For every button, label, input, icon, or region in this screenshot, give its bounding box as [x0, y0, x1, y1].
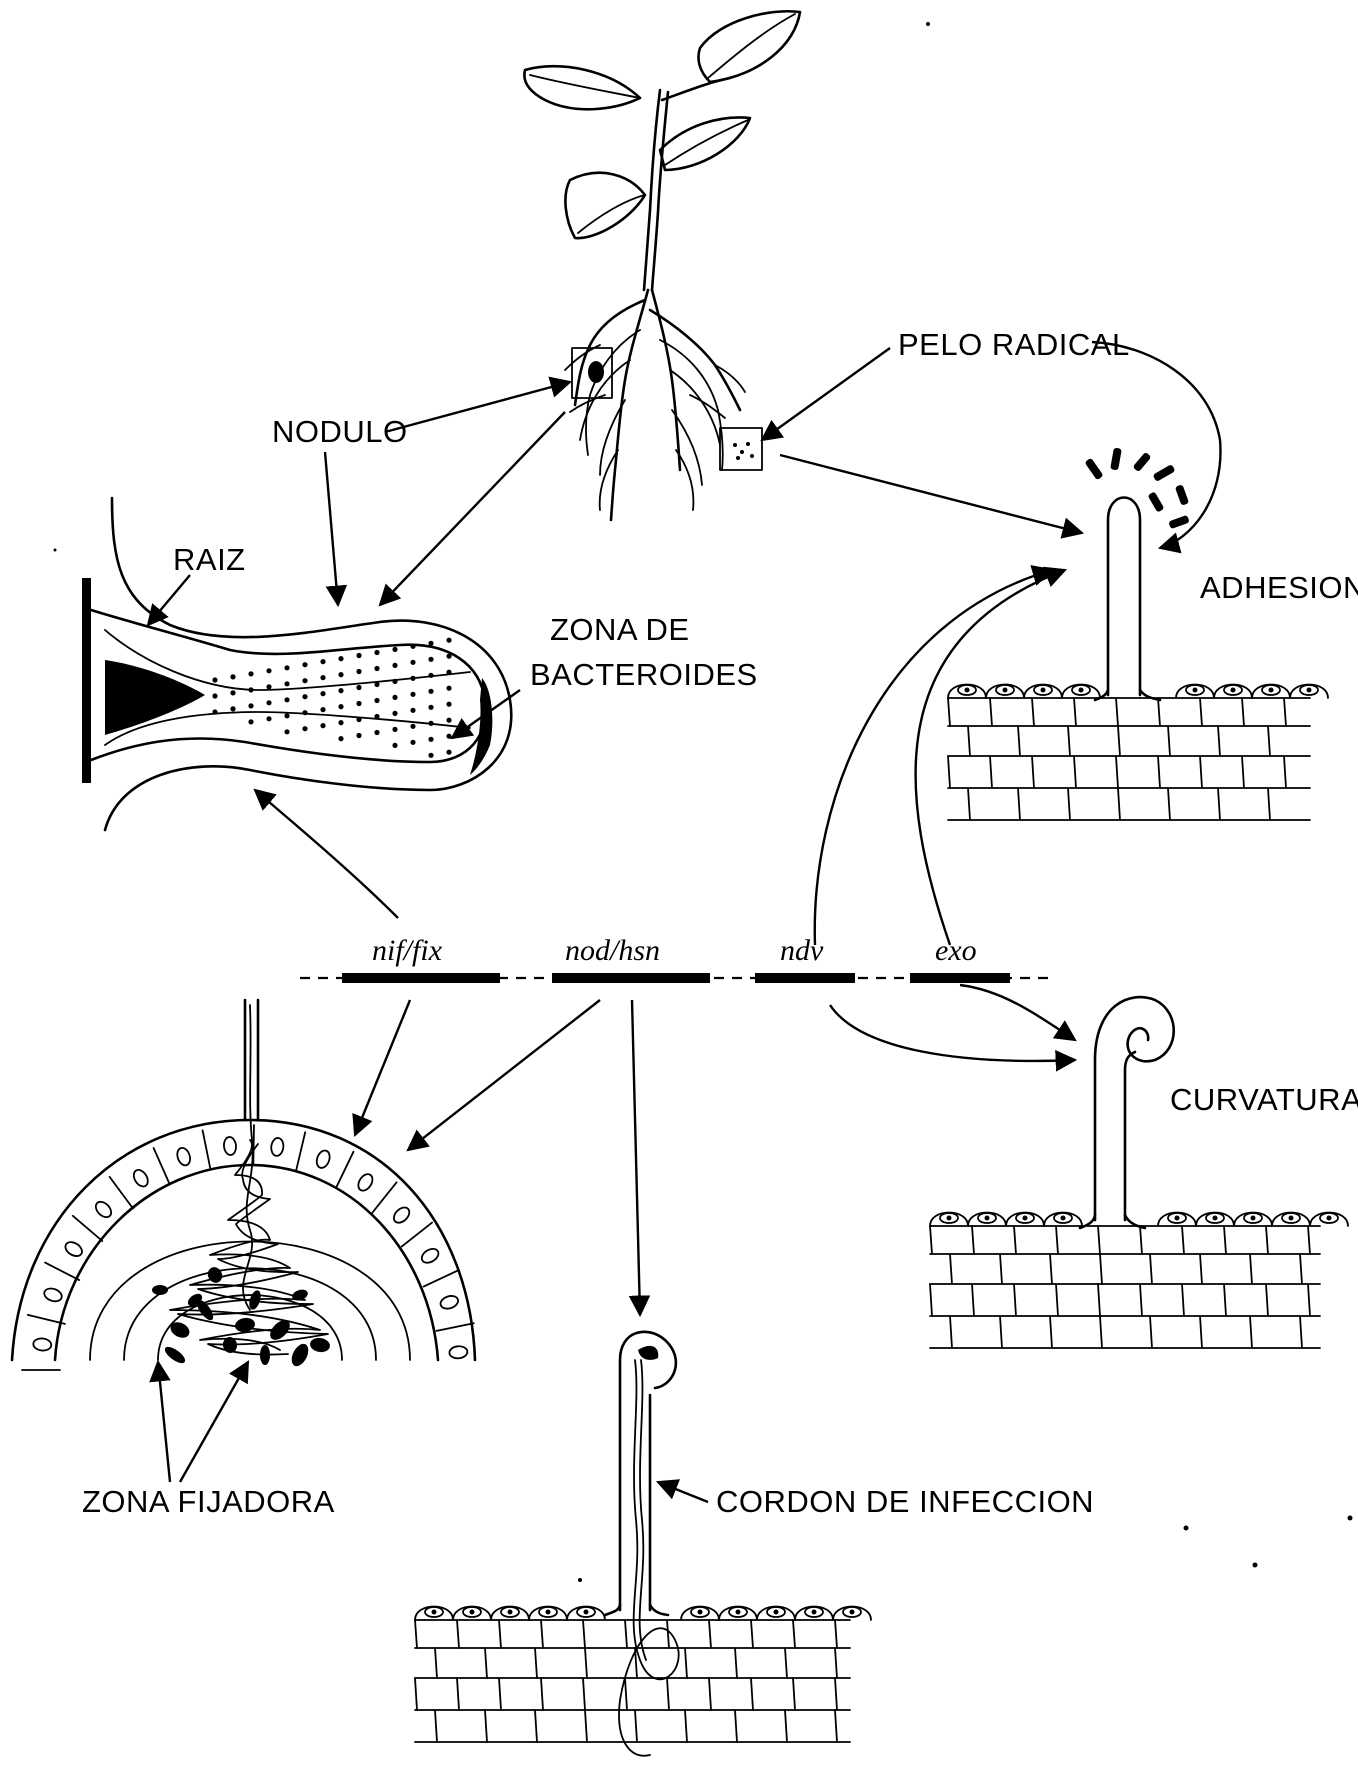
root-hair-straight — [1108, 498, 1140, 696]
leaf-top — [698, 11, 800, 82]
arrow-nodulo-to-nodule — [325, 452, 338, 605]
gene-block-ndv — [755, 973, 855, 983]
arrow-zona-fijadora-2 — [180, 1362, 248, 1482]
arrow-nif-to-nodule — [255, 790, 398, 918]
arrow-nod-to-cordon — [632, 1000, 640, 1315]
epidermis-cells-adhesion — [948, 685, 1328, 821]
label-curvatura: CURVATURA — [1170, 1082, 1358, 1117]
plant-illustration — [524, 11, 800, 520]
bacteria-cluster — [1084, 447, 1189, 529]
arrow-cordon — [658, 1482, 708, 1502]
gene-label-nif-fix: nif/fix — [372, 934, 443, 967]
nodule-cross-section — [82, 498, 511, 830]
label-raiz: RAIZ — [173, 542, 246, 577]
label-cordon-de-infeccion: CORDON DE INFECCION — [716, 1484, 1094, 1519]
label-bacteroides: BACTEROIDES — [530, 657, 758, 692]
epidermis-cells-cordon — [415, 1607, 871, 1743]
gene-block-nif-fix — [342, 973, 500, 983]
meristem-cap — [470, 678, 492, 775]
dome-cortex-cells — [22, 1125, 474, 1370]
adhesion-panel — [948, 447, 1328, 820]
arrow-pelo-to-adhesion — [1092, 342, 1220, 548]
gene-label-ndv: ndv — [780, 934, 824, 967]
epidermis-cells-curvatura — [930, 1213, 1348, 1349]
root-hair-curled-outer — [1095, 997, 1174, 1220]
arrow-ndv-to-curvatura — [830, 1005, 1075, 1061]
arrow-raiz — [148, 575, 190, 625]
gene-map — [300, 973, 1055, 983]
root-system — [565, 290, 745, 520]
arrow-nodulo-to-box — [385, 382, 570, 432]
label-zona-de: ZONA DE — [550, 612, 690, 647]
leaf-left — [565, 173, 645, 238]
bacteroid-dots — [212, 638, 451, 758]
arrow-zona-fijadora-1 — [158, 1362, 170, 1482]
zona-fijadora-section — [12, 1000, 475, 1370]
root-hair-inset-box — [720, 428, 762, 470]
gene-block-exo — [910, 973, 1010, 983]
gene-label-exo: exo — [935, 934, 977, 967]
gene-label-nod-hsn: nod/hsn — [565, 934, 660, 967]
arrow-nod-to-zona — [408, 1000, 600, 1150]
arrow-nif-to-zona — [355, 1000, 410, 1135]
label-adhesion: ADHESION — [1200, 570, 1358, 605]
label-pelo-radical: PELO RADICAL — [898, 327, 1130, 362]
nodule-dot — [588, 361, 604, 383]
root-wall — [82, 578, 91, 783]
arrow-exo-to-curvatura — [960, 985, 1075, 1040]
arrow-pelo-to-box — [762, 348, 890, 440]
arrow-roothair-to-adhesion — [780, 455, 1082, 533]
curvatura-panel — [930, 997, 1348, 1348]
cordon-panel — [415, 1332, 871, 1756]
gene-block-nod-hsn — [552, 973, 710, 983]
label-zona-fijadora: ZONA FIJADORA — [82, 1484, 335, 1519]
arrow-box-to-nodule — [380, 412, 565, 605]
root-hair-infected-outer — [620, 1332, 676, 1610]
nodule-outer-outline — [105, 498, 511, 830]
leaf-left-top — [524, 66, 640, 109]
